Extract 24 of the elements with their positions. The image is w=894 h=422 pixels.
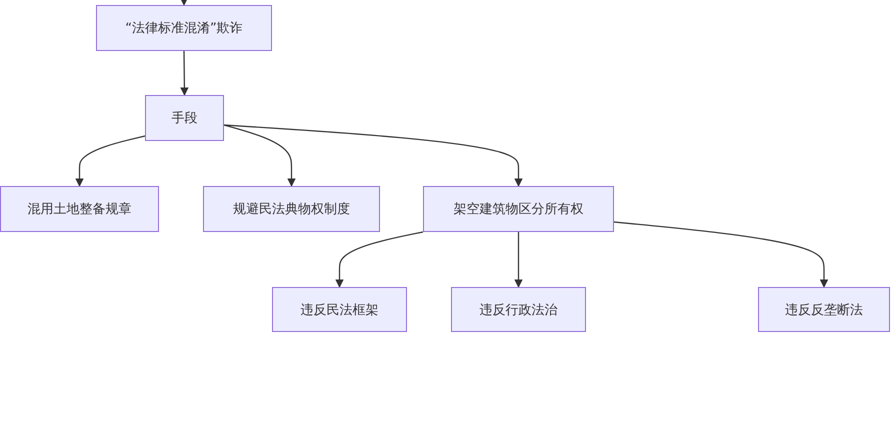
arrow: [514, 232, 523, 288]
arrow: [75, 135, 146, 187]
arrow: [224, 124, 296, 187]
process-box: [0, 186, 159, 232]
process-box: [272, 287, 407, 332]
node-label: 混用土地整备规章: [28, 201, 132, 218]
arrow: [180, 51, 189, 96]
node-label: “法律标准混淆”欺诈: [125, 20, 243, 37]
node-label: 规避民法典物权制度: [233, 201, 350, 218]
node-label: 手段: [172, 110, 198, 127]
arrow: [224, 124, 523, 187]
arrow: [180, 0, 188, 6]
process-box: [423, 186, 614, 232]
process-box: [145, 95, 224, 141]
process-box: [96, 5, 272, 51]
node-label: 违反行政法治: [480, 302, 558, 318]
process-box: [203, 186, 380, 232]
process-box: [451, 287, 586, 332]
node-label: 违反反垄断法: [785, 302, 863, 318]
process-box: [758, 287, 890, 332]
arrow: [335, 231, 424, 288]
arrow: [614, 221, 828, 288]
node-label: 架空建筑物区分所有权: [454, 201, 584, 218]
node-label: 违反民法框架: [300, 302, 378, 318]
